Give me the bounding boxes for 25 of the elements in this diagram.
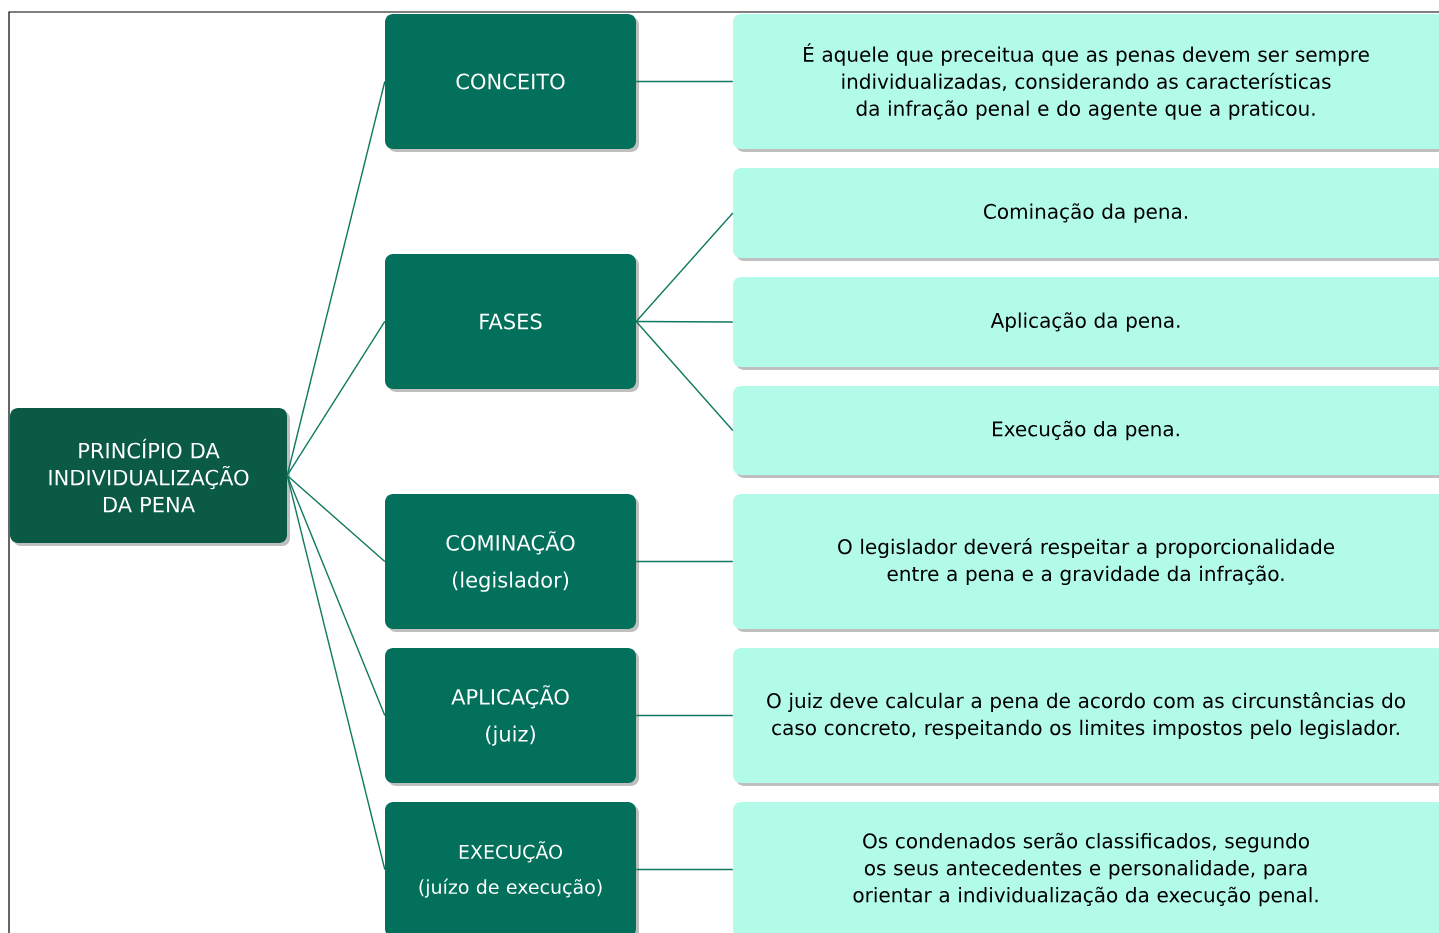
connector-line <box>286 474 386 871</box>
connector-line <box>635 560 734 563</box>
connector-line <box>286 80 386 477</box>
connector-line <box>635 868 734 871</box>
connector-line <box>286 474 386 717</box>
description-box: Cominação da pena. <box>733 168 1439 261</box>
description-box: Execução da pena. <box>733 386 1439 478</box>
connector-line <box>286 320 386 477</box>
connector-line <box>286 474 386 563</box>
topic-box: CONCEITO <box>385 14 639 152</box>
connector-line <box>635 80 734 83</box>
description-box: O juiz deve calcular a pena de acordo com as circunstâncias do caso concreto, respeitando os limites impostos pelo legislador. <box>733 648 1439 786</box>
connector-line <box>635 320 734 323</box>
description-box: É aquele que preceitua que as penas devem ser sempre individualizadas, considerando as características da infração penal e do agente que a praticou. <box>733 14 1439 152</box>
topic-box: FASES <box>385 254 639 392</box>
description-box: O legislador deverá respeitar a proporcionalidade entre a pena e a gravidade da infração. <box>733 494 1439 632</box>
root-box: PRINCÍPIO DA INDIVIDUALIZAÇÃO DA PENA <box>10 408 290 546</box>
connector-line <box>635 212 734 323</box>
topic-box: APLICAÇÃO (juiz) <box>385 648 639 786</box>
topic-box: COMINAÇÃO (legislador) <box>385 494 639 632</box>
topic-box: EXECUÇÃO (juízo de execução) <box>385 802 639 933</box>
description-box: Aplicação da pena. <box>733 277 1439 370</box>
connector-line <box>635 320 734 432</box>
connector-line <box>635 714 734 717</box>
description-box: Os condenados serão classificados, segundo os seus antecedentes e personalidade, para orientar a individualização da execução penal. <box>733 802 1439 933</box>
